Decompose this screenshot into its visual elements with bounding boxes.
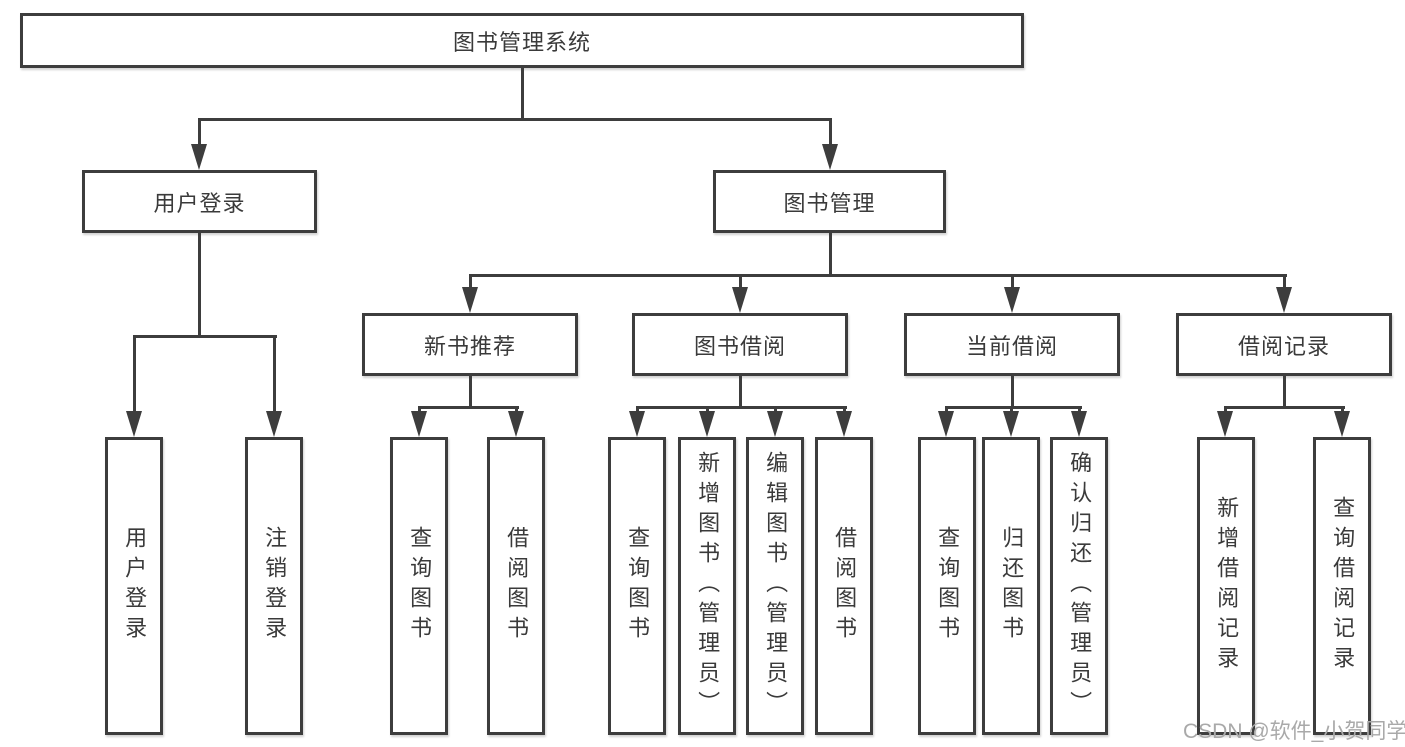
leaf-query-books-recommend-label: 查询图书 <box>407 526 433 646</box>
connector-leaf-login-stub <box>132 335 136 413</box>
node-current-borrowing: 当前借阅 <box>904 313 1120 376</box>
connector-borrowrecords-children-hline <box>1223 406 1345 409</box>
leaf-add-borrow-record-label: 新增借阅记录 <box>1214 496 1240 676</box>
arrowhead-icon <box>629 411 645 437</box>
arrowhead-currentborrow-icon <box>1004 287 1020 313</box>
connector-borrowrecords-vline <box>1282 376 1286 409</box>
node-book-management: 图书管理 <box>713 170 946 233</box>
leaf-add-borrow-record: 新增借阅记录 <box>1197 437 1255 735</box>
arrowhead-icon <box>836 411 852 437</box>
connector-newbooks-children-hline <box>417 406 519 409</box>
connector-stub <box>417 406 421 414</box>
node-borrowing-records-label: 借阅记录 <box>1237 333 1330 359</box>
connector-borrowrecords-stub <box>1282 274 1286 290</box>
connector-level3-hline <box>468 274 1287 277</box>
leaf-user-login-label: 用户登录 <box>122 526 148 646</box>
leaf-query-books-recommend: 查询图书 <box>390 437 448 735</box>
arrowhead-borrowrecords-icon <box>1276 287 1292 313</box>
connector-bookborrow-stub <box>738 274 742 290</box>
connector-level2-hline <box>197 118 832 121</box>
connector-stub <box>842 406 846 414</box>
node-library-system: 图书管理系统 <box>20 13 1024 68</box>
leaf-borrow-books-borrowing: 借阅图书 <box>815 437 873 735</box>
arrowhead-icon <box>1217 411 1233 437</box>
arrowhead-icon <box>767 411 783 437</box>
arrowhead-icon <box>1071 411 1087 437</box>
leaf-query-books-borrowing: 查询图书 <box>608 437 666 735</box>
leaf-logout: 注销登录 <box>245 437 303 735</box>
connector-userlogin-children-hline <box>132 335 277 338</box>
connector-stub <box>773 406 777 414</box>
leaf-return-book: 归还图书 <box>982 437 1040 735</box>
connector-leaf-logout-stub <box>272 335 276 413</box>
connector-userlogin-vline <box>197 233 201 338</box>
connector-stub <box>1077 406 1081 414</box>
arrowhead-bookborrow-icon <box>732 287 748 313</box>
leaf-edit-book-admin-label: 编辑图书（管理员） <box>763 451 789 721</box>
connector-stub <box>1009 406 1013 414</box>
connector-bookborrow-children-hline <box>635 406 847 409</box>
node-borrowing-records: 借阅记录 <box>1176 313 1392 376</box>
arrowhead-bookmgmt-icon <box>822 144 838 170</box>
node-new-book-recommend: 新书推荐 <box>362 313 578 376</box>
connector-stub <box>1340 406 1344 414</box>
node-user-login-label: 用户登录 <box>153 190 246 216</box>
connector-newbooks-vline <box>468 376 472 409</box>
leaf-edit-book-admin: 编辑图书（管理员） <box>746 437 804 735</box>
arrowhead-icon <box>699 411 715 437</box>
arrowhead-icon <box>1334 411 1350 437</box>
leaf-confirm-return-admin-label: 确认归还（管理员） <box>1067 451 1093 721</box>
connector-currentborrow-vline <box>1010 376 1014 409</box>
connector-stub <box>1223 406 1227 414</box>
leaf-query-books-borrowing-label: 查询图书 <box>625 526 651 646</box>
node-new-book-recommend-label: 新书推荐 <box>423 333 516 359</box>
arrowhead-icon <box>411 411 427 437</box>
connector-stub <box>514 406 518 414</box>
connector-bookmgmt-vline <box>828 233 832 277</box>
arrowhead-leaf-logout-icon <box>266 411 282 437</box>
node-current-borrowing-label: 当前借阅 <box>965 333 1058 359</box>
arrowhead-icon <box>938 411 954 437</box>
arrowhead-newbooks-icon <box>462 287 478 313</box>
leaf-borrow-books-recommend: 借阅图书 <box>487 437 545 735</box>
leaf-borrow-books-recommend-label: 借阅图书 <box>504 526 530 646</box>
connector-bookmgmt-stub <box>828 118 832 145</box>
leaf-return-book-label: 归还图书 <box>999 526 1025 646</box>
node-book-borrowing: 图书借阅 <box>632 313 848 376</box>
leaf-query-borrow-record: 查询借阅记录 <box>1313 437 1371 735</box>
leaf-query-books-current-label: 查询图书 <box>935 526 961 646</box>
node-user-login: 用户登录 <box>82 170 317 233</box>
leaf-user-login: 用户登录 <box>105 437 163 735</box>
connector-stub <box>705 406 709 414</box>
connector-currentborrow-children-hline <box>944 406 1082 409</box>
leaf-logout-label: 注销登录 <box>262 526 288 646</box>
node-library-system-label: 图书管理系统 <box>452 29 591 55</box>
connector-newbooks-stub <box>468 274 472 290</box>
leaf-confirm-return-admin: 确认归还（管理员） <box>1050 437 1108 735</box>
arrowhead-userlogin-icon <box>191 144 207 170</box>
arrowhead-icon <box>1003 411 1019 437</box>
connector-bookborrow-vline <box>738 376 742 409</box>
connector-stub <box>944 406 948 414</box>
node-book-borrowing-label: 图书借阅 <box>693 333 786 359</box>
connector-userlogin-stub <box>197 118 201 145</box>
arrowhead-icon <box>508 411 524 437</box>
connector-root-vline <box>520 68 524 121</box>
leaf-add-book-admin-label: 新增图书（管理员） <box>695 451 721 721</box>
connector-stub <box>635 406 639 414</box>
leaf-query-books-current: 查询图书 <box>918 437 976 735</box>
leaf-borrow-books-borrowing-label: 借阅图书 <box>832 526 858 646</box>
watermark: CSDN @软件_小贺同学 <box>1183 720 1405 743</box>
node-book-management-label: 图书管理 <box>783 190 876 216</box>
leaf-add-book-admin: 新增图书（管理员） <box>678 437 736 735</box>
leaf-query-borrow-record-label: 查询借阅记录 <box>1330 496 1356 676</box>
arrowhead-leaf-login-icon <box>126 411 142 437</box>
connector-currentborrow-stub <box>1010 274 1014 290</box>
